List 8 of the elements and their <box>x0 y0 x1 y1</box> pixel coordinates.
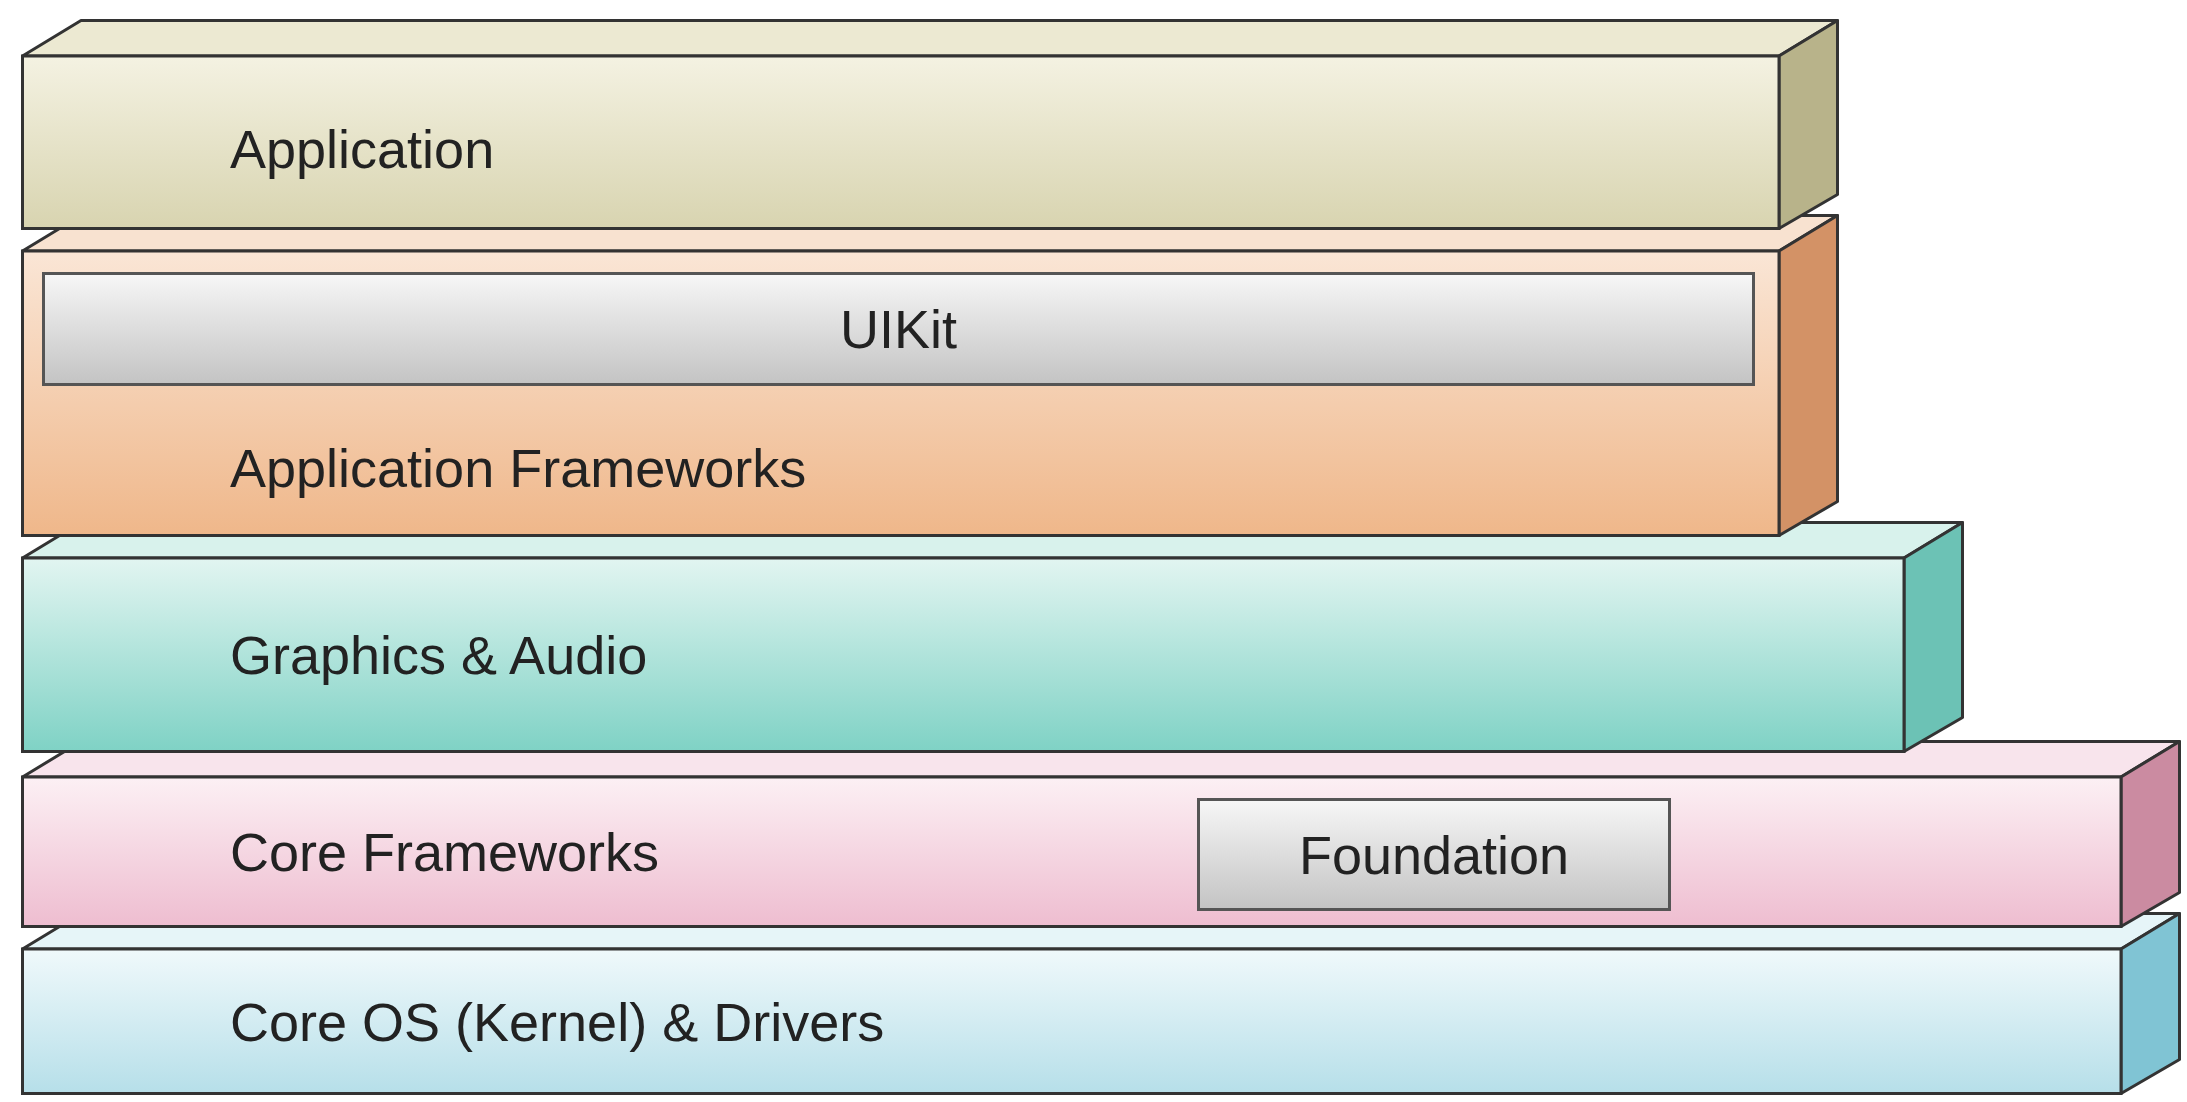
component-box: UIKit <box>42 272 1755 386</box>
layer-label: Core Frameworks <box>230 825 660 879</box>
layer-slab <box>21 214 1839 537</box>
layer-slab <box>21 912 2181 1095</box>
layer-slab <box>21 19 1839 230</box>
component-box: Foundation <box>1197 798 1671 911</box>
layer-slab <box>21 521 1964 753</box>
layer-slab <box>21 740 2181 928</box>
